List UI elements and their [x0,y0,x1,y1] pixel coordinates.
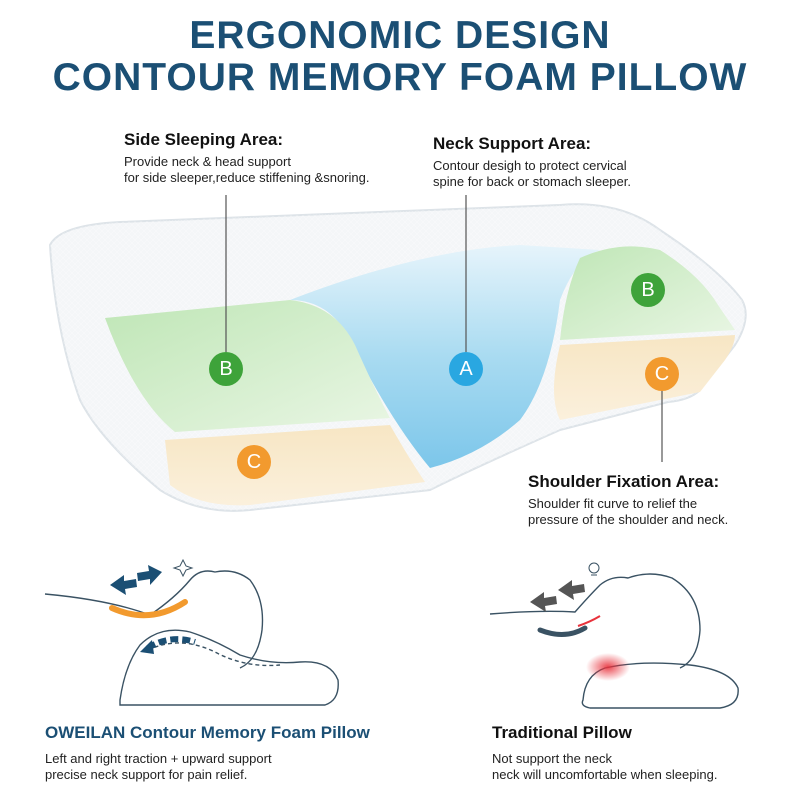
marker-b-right-label: B [641,279,655,301]
contour-pillow-desc-1: Left and right traction + upward support [45,751,272,766]
zone-a [290,245,600,468]
title-line-1: ERGONOMIC DESIGN [189,14,611,57]
marker-a-label: A [459,358,473,380]
contour-diagram [44,570,339,706]
neck-support-title: Neck Support Area: [433,134,592,153]
marker-c-right-label: C [654,363,670,385]
side-sleeping-desc-1: Provide neck & head support [124,154,291,169]
neck-support-desc-2: spine for back or stomach sleeper. [433,174,631,189]
marker-c-left-label: C [246,451,262,473]
traditional-diagram [489,573,739,709]
pain-spot [586,653,630,681]
marker-c-left [237,445,271,479]
marker-b-right [631,273,665,307]
traditional-pillow-caption: Traditional Pillow Not support the neck … [492,723,717,783]
side-sleeping-desc-2: for side sleeper,reduce stiffening &snor… [124,170,370,185]
title-line-2: CONTOUR MEMORY FOAM PILLOW [52,56,748,99]
side-sleeping-title: Side Sleeping Area: [124,130,284,149]
pressure-arrows [530,580,585,612]
traditional-pillow-title: Traditional Pillow [492,723,632,742]
marker-b-left-label: B [219,358,233,380]
zone-b-left [105,300,390,432]
traditional-pillow-desc-2: neck will uncomfortable when sleeping. [492,767,718,782]
traction-arrows [110,565,196,654]
zone-c-right [554,335,735,420]
shoulder-fixation-desc-1: Shoulder fit curve to relief the [528,496,698,511]
contour-pillow-title: OWEILAN Contour Memory Foam Pillow [45,723,370,742]
shoulder-fixation-title: Shoulder Fixation Area: [528,472,720,491]
lightbulb-icon [588,562,600,576]
zone-c-left [165,425,425,506]
contour-pillow-caption: OWEILAN Contour Memory Foam Pillow Left … [45,723,370,783]
contour-pillow-desc-2: precise neck support for pain relief. [45,767,248,782]
marker-a [449,352,483,386]
side-sleeping-callout: Side Sleeping Area: Provide neck & head … [124,130,369,186]
marker-b-left [209,352,243,386]
neck-support-callout: Neck Support Area: Contour desigh to pro… [433,134,631,190]
traditional-pillow-desc-1: Not support the neck [492,751,612,766]
neck-support-desc-1: Contour desigh to protect cervical [433,158,627,173]
shoulder-fixation-callout: Shoulder Fixation Area: Shoulder fit cur… [528,472,728,528]
marker-c-right [645,357,679,391]
shoulder-fixation-desc-2: pressure of the shoulder and neck. [528,512,729,527]
